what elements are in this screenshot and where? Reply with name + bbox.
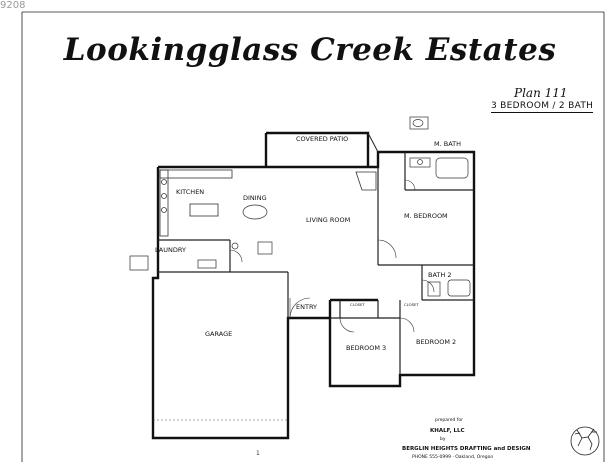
- sheet-border: [21, 11, 605, 462]
- dining-table: [242, 204, 268, 220]
- credit-line-3: by: [440, 437, 446, 442]
- room-label-closet-1: CLOSET: [350, 302, 365, 307]
- room-label-dining: DINING: [243, 194, 267, 202]
- room-label-master-bath: M. BATH: [434, 140, 461, 148]
- credit-line-2: KHALF, LLC: [430, 428, 465, 434]
- room-label-kitchen: KITCHEN: [176, 188, 204, 196]
- corner-mark: 9208: [0, 0, 26, 11]
- room-label-garage: GARAGE: [205, 330, 232, 338]
- credit-line-5: PHONE 555-0999 · Oakland, Oregon: [412, 455, 494, 460]
- room-label-closet-2: CLOSET: [404, 302, 419, 307]
- kitchen-counters: [159, 169, 233, 237]
- page-number: 1: [256, 450, 260, 457]
- room-labels: COVERED PATIO M. BATH KITCHEN DINING LIV…: [155, 135, 461, 352]
- room-label-covered-patio: COVERED PATIO: [296, 135, 348, 143]
- elk-logo: [570, 426, 600, 456]
- patio-outline: [367, 132, 379, 153]
- room-label-bath-2: BATH 2: [428, 271, 451, 279]
- exterior-walls: [151, 131, 476, 440]
- credit-line-4: BERGLIN HEIGHTS DRAFTING and DESIGN: [402, 446, 531, 452]
- room-label-entry: ENTRY: [296, 303, 317, 311]
- room-label-laundry: LAUNDRY: [155, 246, 186, 254]
- interior-walls: [158, 152, 474, 375]
- page-title: Lookingglass Creek Estates: [63, 32, 557, 68]
- plan-number: Plan 111: [514, 86, 568, 100]
- porch-steps: [129, 255, 217, 271]
- bath-fixtures: [231, 116, 471, 297]
- credit-line-1: prepared for: [435, 418, 463, 423]
- fireplace: [355, 171, 377, 191]
- closet-labels: CLOSET CLOSET: [350, 302, 419, 307]
- room-label-bedroom-3: BEDROOM 3: [346, 344, 386, 352]
- room-label-master-bedroom: M. BEDROOM: [404, 212, 448, 220]
- room-label-living-room: LIVING ROOM: [306, 216, 350, 224]
- room-label-bedroom-2: BEDROOM 2: [416, 338, 456, 346]
- plan-type: 3 BEDROOM / 2 BATH: [491, 101, 594, 113]
- door-swings: [229, 179, 435, 333]
